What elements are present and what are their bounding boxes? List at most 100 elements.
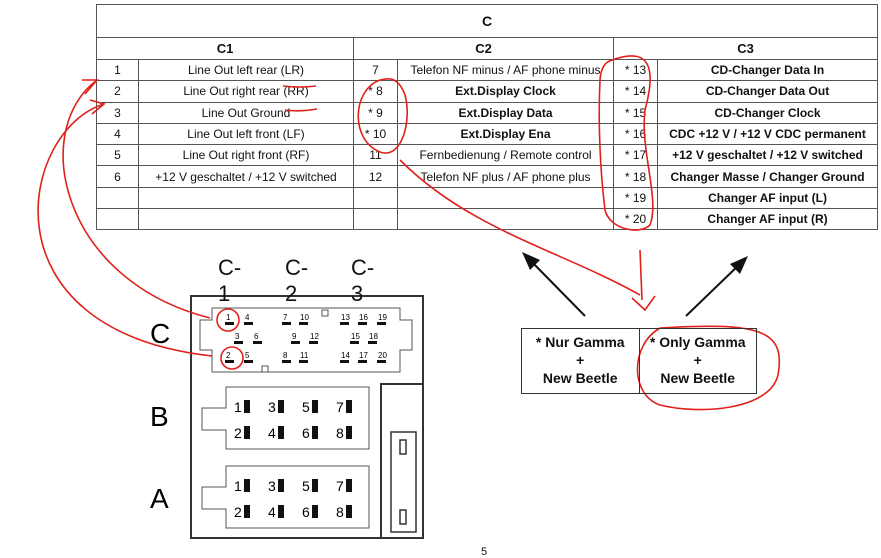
- c3-pin: * 14: [613, 80, 658, 103]
- a-pin: 4: [268, 504, 276, 520]
- underline-lr: [282, 85, 317, 88]
- pin1-line: [62, 79, 211, 319]
- c3-signal: +12 V geschaltet / +12 V switched: [656, 144, 879, 167]
- connector-housing: [190, 295, 424, 539]
- circle-c2-pins: [357, 78, 408, 154]
- row-label-b: B: [150, 401, 169, 432]
- b-pin-contact: [244, 400, 250, 413]
- c2-signal: Ext.Display Clock: [397, 80, 614, 103]
- c-pin: 2: [226, 351, 231, 360]
- b-pin: 2: [234, 425, 242, 441]
- c-pin: 15: [351, 332, 360, 341]
- c-pin-contact: [299, 360, 308, 363]
- c3-signal: Changer Masse / Changer Ground: [656, 165, 879, 188]
- c-pin-contact: [282, 360, 291, 363]
- b-pin: 4: [268, 425, 276, 441]
- a-pin-contact: [312, 479, 318, 492]
- a-pin: 3: [268, 478, 276, 494]
- b-pin: 3: [268, 399, 276, 415]
- arrow-right-head: [730, 256, 748, 274]
- c-pin-contact: [340, 360, 349, 363]
- c-pin-contact: [350, 341, 359, 344]
- c-pin-contact: [234, 341, 243, 344]
- note-english-plus: +: [693, 352, 702, 368]
- circle-only-gamma: [636, 325, 781, 411]
- note-english-line2: New Beetle: [660, 370, 736, 386]
- b-pin-contact: [312, 400, 318, 413]
- c2-signal: Telefon NF plus / AF phone plus: [397, 165, 614, 188]
- a-pin: 7: [336, 478, 344, 494]
- c-pin: 18: [369, 332, 378, 341]
- a-block-outline: [201, 465, 370, 529]
- a-pin-contact: [244, 479, 250, 492]
- c-pin-contact: [358, 322, 367, 325]
- c-pin: 9: [292, 332, 297, 341]
- page-number: 5: [481, 546, 488, 558]
- a-pin: 5: [302, 478, 310, 494]
- b-pin-contact: [312, 426, 318, 439]
- c3-signal: Changer AF input (L): [656, 186, 879, 210]
- b-pin-contact: [244, 426, 250, 439]
- arrow-pin1: [82, 79, 99, 95]
- group-label-c2: C-2: [285, 255, 309, 306]
- c2-signal: Telefon NF minus / AF phone minus: [397, 58, 614, 82]
- group-label-c3: C-3: [351, 255, 375, 306]
- c-pin: 8: [283, 351, 288, 360]
- c-block-outline: [199, 307, 413, 373]
- group-label-c1: C-1: [218, 255, 242, 306]
- c-block-key-top: [321, 309, 329, 317]
- b-pin: 6: [302, 425, 310, 441]
- b-pin: 8: [336, 425, 344, 441]
- note-german-line1: * Nur Gamma: [535, 334, 625, 350]
- c-pin-contact: [244, 360, 253, 363]
- side-slot-inner: [390, 431, 417, 533]
- red-annotations: [37, 55, 781, 411]
- c3-to-note-line: [639, 249, 643, 301]
- c-pin: 3: [235, 332, 240, 341]
- a-pin-contact: [278, 479, 284, 492]
- c3-signal: Changer AF input (R): [656, 208, 879, 231]
- arrow-left-head: [522, 252, 540, 270]
- note-english-line1: * Only Gamma: [649, 334, 746, 350]
- arrow-left-line: [527, 257, 586, 317]
- b-pin: 7: [336, 399, 344, 415]
- c-pin-contact: [291, 341, 300, 344]
- circle-c3-pins: [598, 55, 654, 231]
- c-pin-contact: [253, 341, 262, 344]
- c-block-key-bottom: [261, 365, 269, 373]
- b-block-outline: [201, 386, 370, 450]
- c-pin: 6: [254, 332, 259, 341]
- c-pin-contact: [368, 341, 377, 344]
- a-pin-contact: [278, 505, 284, 518]
- c3-pin: * 16: [613, 122, 658, 146]
- side-slot: [380, 383, 424, 539]
- c-pin: 20: [378, 351, 387, 360]
- c3-pin: * 20: [613, 208, 658, 231]
- c-pin: 13: [341, 313, 350, 322]
- c-pin-contact: [377, 360, 386, 363]
- a-pin-contact: [346, 479, 352, 492]
- b-pin: 1: [234, 399, 242, 415]
- c-pin: 4: [245, 313, 250, 322]
- a-pin-contact: [312, 505, 318, 518]
- c-pin-contact: [244, 322, 253, 325]
- c2-to-note-line: [399, 159, 641, 296]
- c1-signal: Line Out right front (RF): [138, 144, 354, 167]
- note-arrowhead: [631, 295, 656, 312]
- pin2-line: [37, 103, 213, 357]
- c-pin-contact: [309, 341, 318, 344]
- side-slot-contact-top: [399, 439, 407, 455]
- note-german-plus: +: [576, 352, 585, 368]
- c-pin: 7: [283, 313, 288, 322]
- row-label-a: A: [150, 483, 169, 514]
- b-pin-contact: [346, 400, 352, 413]
- note-english: * Only Gamma + New Beetle: [638, 329, 757, 393]
